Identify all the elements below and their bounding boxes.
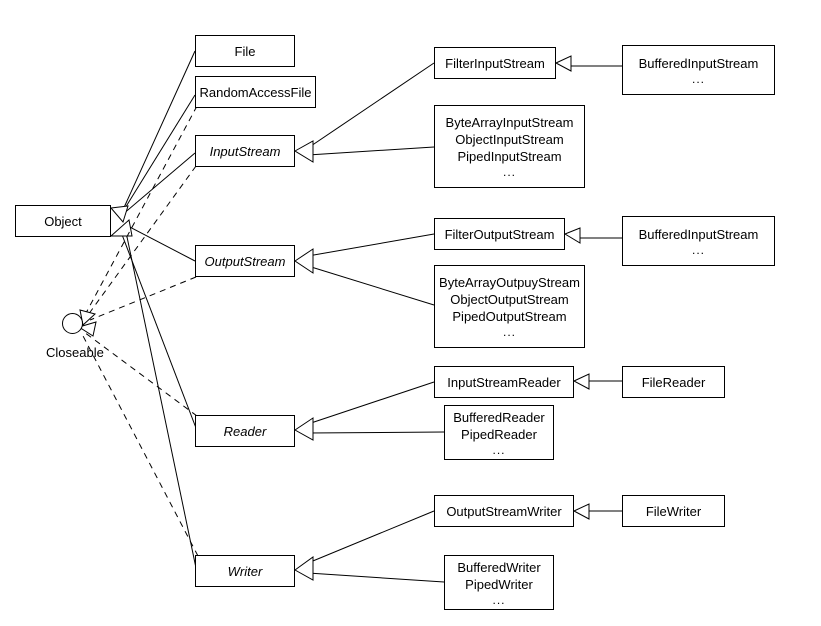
- class-box-output-stream[interactable]: OutputStream: [195, 245, 295, 277]
- class-box-byte-array-input-group[interactable]: ByteArrayInputStream ObjectInputStream P…: [434, 105, 585, 188]
- class-box-file-reader[interactable]: FileReader: [622, 366, 725, 398]
- class-box-byte-array-output-group[interactable]: ByteArrayOutpuyStream ObjectOutputStream…: [434, 265, 585, 348]
- class-label-input-stream: InputStream: [209, 143, 281, 159]
- class-label-filter-input-stream: FilterInputStream: [445, 55, 545, 71]
- class-box-file-writer[interactable]: FileWriter: [622, 495, 725, 527]
- class-label-object: Object: [44, 213, 82, 229]
- class-box-reader[interactable]: Reader: [195, 415, 295, 447]
- class-box-input-stream-reader[interactable]: InputStreamReader: [434, 366, 574, 398]
- ellipsis-marker: ...: [691, 71, 705, 86]
- edge-inputstreamreader-to-reader: [307, 381, 435, 425]
- generalization-arrowhead-filteroutputstream: [563, 227, 581, 244]
- generalization-arrowhead-outputstream: [294, 248, 314, 274]
- class-label-file: File: [234, 43, 256, 59]
- edge-outputstream-to-object: [123, 223, 196, 262]
- generalization-arrowhead-outputstreamwriter: [572, 503, 590, 520]
- generalization-arrowhead-object-lower: [109, 219, 133, 237]
- class-box-input-stream[interactable]: InputStream: [195, 135, 295, 167]
- generalization-arrowhead-reader: [294, 417, 314, 441]
- class-box-file[interactable]: File: [195, 35, 295, 67]
- class-label-random-access-file: RandomAccessFile: [199, 84, 312, 100]
- class-box-filter-output-stream[interactable]: FilterOutputStream: [434, 218, 565, 250]
- ellipsis-marker: ...: [502, 165, 516, 179]
- edge-outputstream-to-closeable: [89, 276, 197, 321]
- class-box-random-access-file[interactable]: RandomAccessFile: [195, 76, 316, 108]
- edge-writer-to-closeable: [81, 333, 199, 557]
- class-label-buffered-writer-group: BufferedWriter PipedWriter: [457, 559, 541, 592]
- class-box-object[interactable]: Object: [15, 205, 111, 237]
- class-box-buffered-writer-group[interactable]: BufferedWriter PipedWriter ...: [444, 555, 554, 610]
- ellipsis-marker: ...: [691, 242, 705, 257]
- class-box-buffered-input-stream-1[interactable]: BufferedInputStream ...: [622, 45, 775, 95]
- ellipsis-marker: ...: [502, 325, 516, 339]
- class-box-writer[interactable]: Writer: [195, 555, 295, 587]
- class-label-filter-output-stream: FilterOutputStream: [444, 226, 555, 242]
- class-box-output-stream-writer[interactable]: OutputStreamWriter: [434, 495, 574, 527]
- class-box-filter-input-stream[interactable]: FilterInputStream: [434, 47, 556, 79]
- class-label-buffered-input-stream-1: BufferedInputStream: [638, 55, 759, 71]
- class-label-byte-array-input-group: ByteArrayInputStream ObjectInputStream P…: [445, 115, 574, 164]
- edge-outputstreamwriter-to-writer: [307, 510, 435, 564]
- edge-file-to-object: [121, 50, 196, 213]
- edge-reader-to-object: [120, 231, 197, 429]
- generalization-arrowhead-writer: [294, 556, 314, 581]
- interface-lollipop-closeable[interactable]: [61, 312, 83, 334]
- class-label-reader: Reader: [223, 423, 267, 439]
- edge-bufferedwritergroup-to-writer: [307, 572, 445, 583]
- edge-filteroutputstream-to-outputstream: [307, 233, 435, 257]
- class-label-file-reader: FileReader: [641, 374, 706, 390]
- edge-bytearrayoutputgroup-to-outputstream: [307, 265, 435, 306]
- class-label-output-stream: OutputStream: [204, 253, 286, 269]
- generalization-arrowhead-inputstream: [294, 140, 314, 163]
- edge-bytearrayinputgroup-to-inputstream: [307, 146, 435, 156]
- edge-filterinputstream-to-inputstream: [307, 62, 435, 149]
- class-label-writer: Writer: [227, 563, 263, 579]
- edge-bufferedreadergroup-to-reader: [307, 431, 445, 434]
- edge-inputstream-to-closeable: [87, 165, 197, 316]
- generalization-arrowhead-inputstreamreader: [572, 373, 590, 390]
- class-box-buffered-reader-group[interactable]: BufferedReader PipedReader ...: [444, 405, 554, 460]
- ellipsis-marker: ...: [492, 442, 506, 457]
- class-label-file-writer: FileWriter: [645, 503, 702, 519]
- class-label-input-stream-reader: InputStreamReader: [447, 374, 561, 390]
- class-label-output-stream-writer: OutputStreamWriter: [446, 503, 562, 519]
- generalization-arrowhead-filterinputstream: [554, 55, 572, 72]
- class-label-buffered-reader-group: BufferedReader PipedReader: [453, 409, 545, 442]
- class-label-buffered-input-stream-2: BufferedInputStream: [638, 226, 759, 242]
- edge-inputstream-to-object: [121, 152, 196, 216]
- interface-label-closeable: Closeable: [46, 345, 104, 360]
- edge-randomaccessfile-to-object: [121, 94, 196, 214]
- ellipsis-marker: ...: [492, 592, 506, 607]
- class-box-buffered-input-stream-2[interactable]: BufferedInputStream ...: [622, 216, 775, 266]
- edge-writer-to-object: [125, 231, 197, 569]
- class-label-byte-array-output-group: ByteArrayOutpuyStream ObjectOutputStream…: [439, 275, 580, 324]
- generalization-arrowhead-object-upper: [110, 205, 129, 224]
